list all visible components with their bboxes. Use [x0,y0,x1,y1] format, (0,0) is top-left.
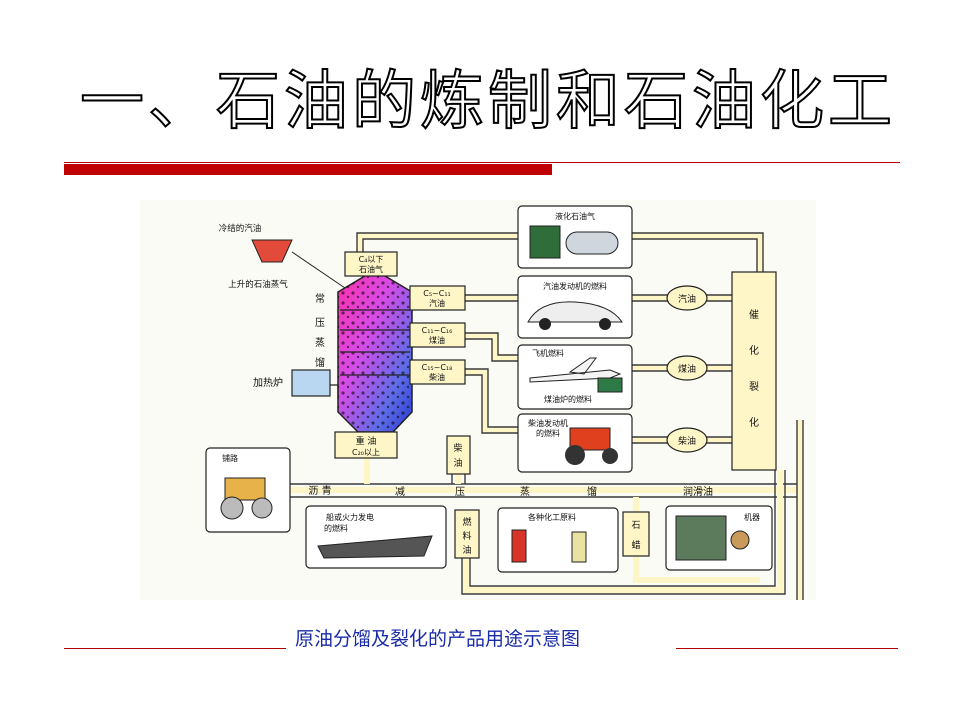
machine-icon [675,515,727,561]
use-lpg-label: 液化石油气 [555,211,595,221]
out-gasoline-node [666,285,708,311]
fraction-kerosene-formula: C₁₁~C₁₆ [422,326,453,335]
cracking-label-4: 化 [749,416,759,429]
gas-tank-icon [529,225,561,259]
fraction-top-formula: C₄以下 [359,255,384,264]
use-road-label: 铺路 [222,453,238,463]
tower-label-4: 馏 [315,356,325,369]
ship-icon [317,535,433,559]
gas-cylinder-icon [565,231,619,255]
out-diesel-node [666,427,708,453]
distillation-tower [337,269,413,433]
use-chem-label: 各种化工原料 [528,512,576,522]
fraction-kerosene-tag [409,322,466,348]
title-rule-thin [64,162,900,163]
paraffin-tag [622,511,650,557]
tractor-icon [569,427,611,451]
paraffin-2: 蜡 [631,539,640,551]
heavy-oil-name: 重 油 [356,435,377,447]
diagram-caption: 原油分馏及裂化的产品用途示意图 [295,628,581,650]
fraction-top-name: 石油气 [359,264,383,274]
vacuum-diesel-2: 油 [453,457,462,469]
use-plane-label: 飞机燃料 [532,348,564,358]
fraction-diesel-tag [409,359,466,385]
use-tractor-label-1: 柴油发动机 [528,418,568,428]
vacuum-diesel-tag [446,435,471,475]
use-stove-label: 煤油炉的燃料 [544,394,592,404]
fraction-diesel-name: 柴油 [429,372,445,382]
use-road: 铺路 [205,447,291,533]
fuel-oil-2: 料 [462,530,471,542]
use-lpg: 液化石油气 [517,205,633,269]
cracking-label-3: 裂 [749,380,759,393]
stove-icon [597,377,623,393]
road-roller-icon [224,477,266,501]
fuel-oil-1: 燃 [462,516,471,528]
asphalt-label: 沥 青 [308,484,331,497]
vacuum-label-2: 压 [455,486,465,498]
use-car: 汽油发动机的燃料 [517,275,633,339]
chem-bottle-icon [511,529,527,563]
fuel-oil-tag [454,509,480,559]
tower-label-2: 压 [315,317,325,329]
worker-icon [730,530,750,550]
out-gasoline-label: 汽油 [678,293,696,305]
fraction-gasoline-name: 汽油 [429,298,445,308]
condensing-cap-icon [251,239,293,263]
vacuum-label-3: 蒸 [520,486,530,498]
cracking-label-2: 化 [749,344,759,357]
out-kerosene-label: 煤油 [678,363,696,375]
use-plane: 飞机燃料 煤油炉的燃料 [517,344,633,410]
caption-rule-left [64,648,286,649]
airplane-icon [529,357,622,383]
use-machine-label: 机器 [744,512,760,522]
rising-vapor-label: 上升的石油蒸气 [228,279,288,290]
heater-icon [291,369,331,397]
out-diesel-label: 柴油 [678,435,696,447]
caption-rule-right [676,648,898,649]
use-ship-label-2: 的燃料 [324,523,348,533]
cracking-column [731,271,777,471]
lube-oil-label: 润滑油 [683,485,713,498]
use-machine: 机器 [665,505,773,571]
heavy-oil-formula: C₂₀以上 [352,448,380,457]
use-car-label: 汽油发动机的燃料 [543,281,607,291]
car-icon [527,301,623,323]
fraction-gasoline-tag [409,285,466,311]
slide-title: 一、石油的炼制和石油化工 [79,64,896,140]
fuel-oil-3: 油 [462,544,471,556]
out-kerosene-node [666,355,708,381]
use-ship-label-1: 船或火力发电 [326,512,374,522]
tower-label-1: 常 [315,292,325,305]
fraction-kerosene-name: 煤油 [429,335,445,345]
title-rule-thick [64,164,552,175]
fraction-diesel-formula: C₁₅~C₁₈ [422,363,453,372]
cracking-label-1: 催 [749,308,759,321]
paraffin-1: 石 [631,521,640,531]
use-tractor: 柴油发动机 的燃料 [517,413,633,473]
condensed-gasoline-label: 冷结的汽油 [219,223,262,234]
fraction-top-tag [344,251,398,277]
tower-label-3: 蒸 [315,337,325,349]
heater-label: 加热炉 [253,376,283,389]
chem-can-icon [571,531,587,563]
vacuum-diesel-1: 柴 [453,442,462,454]
vacuum-label-4: 馏 [587,485,597,498]
use-chem: 各种化工原料 [497,507,619,573]
use-tractor-label-2: 的燃料 [536,428,560,438]
use-ship: 船或火力发电 的燃料 [305,505,447,569]
fraction-gasoline-formula: C₅~C₁₁ [423,289,451,298]
heavy-oil-tag [334,431,398,459]
vacuum-label-1: 减 [395,486,405,498]
